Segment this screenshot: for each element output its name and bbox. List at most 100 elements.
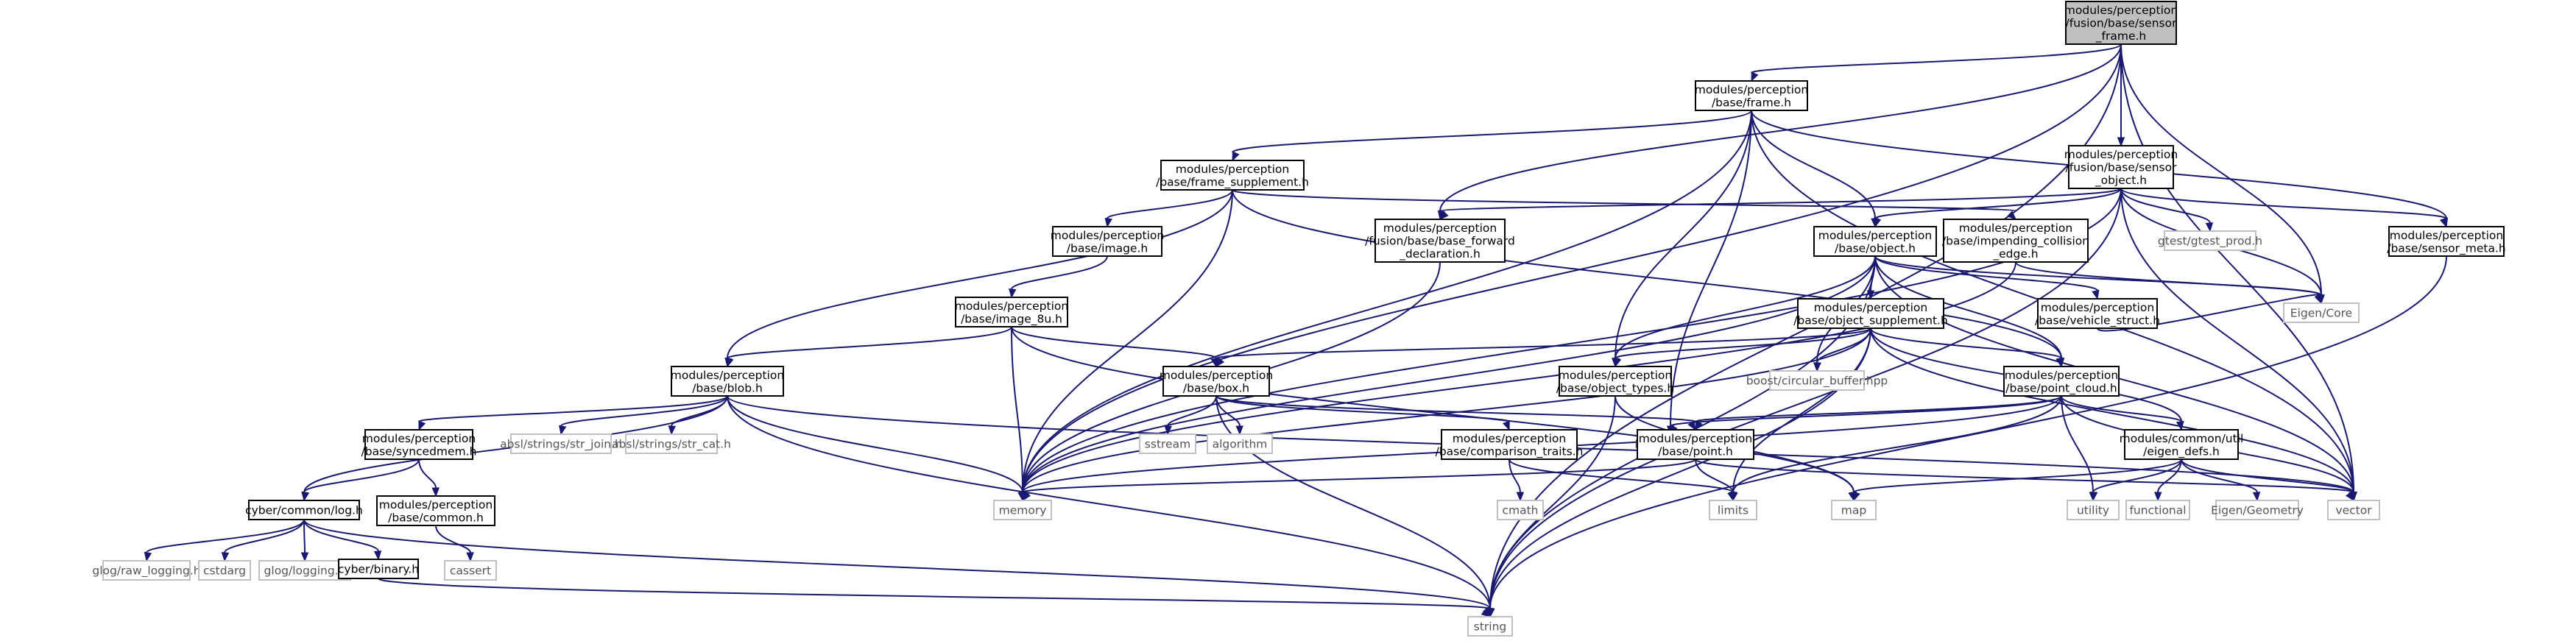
node-modules-perception-base-object-supplement-h[interactable]: modules/perception/base/object_supplemen… — [1793, 298, 1948, 329]
node-modules-perception-base-object-h[interactable]: modules/perception/base/object.h — [1813, 226, 1937, 257]
node-box — [1559, 366, 1672, 397]
node-modules-perception-base-sensor-meta-h[interactable]: modules/perception/base/sensor_meta.h — [2387, 226, 2506, 257]
edge-n31-to-n29 — [1022, 458, 1696, 502]
node-glog-raw-logging-h: glog/raw_logging.h — [92, 560, 201, 581]
node-box — [1162, 366, 1270, 397]
edge-arrowhead — [1852, 491, 1860, 502]
edge-arrowhead — [1729, 492, 1737, 502]
node-label-line: /eigen_defs.h — [2143, 445, 2220, 458]
edge-line — [2181, 458, 2258, 493]
node-label-line: modules/perception — [2041, 301, 2154, 314]
node-modules-perception-base-frame-h[interactable]: modules/perception/base/frame.h — [1695, 80, 1808, 111]
node-label-line: cyber/binary.h — [338, 563, 419, 576]
node-label-line: cstdarg — [203, 564, 246, 578]
node-modules-perception-fusion-base-base-forward-declaration-h[interactable]: modules/perception/fusion/base/base_forw… — [1365, 219, 1515, 263]
node-label-line: modules/perception — [2064, 148, 2178, 161]
edge-n10-to-n14 — [726, 326, 1012, 368]
edge-line — [418, 458, 437, 489]
edge-n15-to-n22 — [1164, 395, 1217, 436]
node-eigen-geometry: Eigen/Geometry — [2211, 500, 2304, 520]
node-box — [955, 297, 1068, 327]
node-label-line: /base/common.h — [388, 511, 484, 524]
node-box — [258, 560, 351, 581]
edge-arrowhead — [1481, 608, 1492, 617]
node-label-line: memory — [999, 504, 1047, 517]
node-cyber-binary-h[interactable]: cyber/binary.h — [338, 559, 419, 579]
node-modules-perception-base-vehicle-struct-h[interactable]: modules/perception/base/vehicle_struct.h — [2035, 298, 2160, 329]
edge-line — [727, 395, 1491, 609]
edge-arrowhead — [1695, 420, 1703, 431]
node-box — [102, 560, 191, 581]
edge-arrowhead — [1022, 491, 1031, 502]
edge-arrowhead — [1751, 71, 1759, 82]
node-box — [338, 559, 419, 579]
node-modules-perception-base-frame-supplement-h[interactable]: modules/perception/base/frame_supplement… — [1156, 160, 1309, 191]
edge-line — [146, 519, 305, 553]
node-label-line: _edge.h — [1992, 247, 2038, 261]
node-modules-perception-fusion-base-sensor-frame-h[interactable]: modules/perception/fusion/base/sensor_fr… — [2064, 1, 2178, 45]
edge-n28-to-n38 — [435, 525, 474, 562]
node-box — [2388, 226, 2505, 257]
node-box — [1375, 219, 1506, 263]
edge-line — [1215, 327, 1871, 359]
edge-line — [727, 189, 1233, 359]
node-modules-perception-base-impending-collision-edge-h[interactable]: modules/perception/base/impending_collis… — [1942, 219, 2089, 263]
edge-line — [418, 395, 728, 422]
node-modules-perception-base-comparison-traits-h[interactable]: modules/perception/base/comparison_trait… — [1436, 429, 1584, 460]
node-label-line: /base/comparison_traits.h — [1436, 445, 1584, 458]
edge-arrowhead — [418, 420, 426, 431]
node-label-line: /base/syncedmem.h — [361, 445, 477, 458]
edge-line — [1874, 255, 2098, 291]
edge-line — [1022, 458, 1696, 493]
node-modules-perception-base-point-cloud-h[interactable]: modules/perception/base/point_cloud.h — [2003, 366, 2120, 397]
edge-line — [2157, 458, 2182, 493]
node-gtest-gtest-prod-h: gtest/gtest_prod.h — [2158, 230, 2262, 251]
edge-n11-to-n18 — [1870, 327, 2064, 368]
node-cyber-common-log-h[interactable]: cyber/common/log.h — [245, 500, 363, 520]
node-box — [1813, 226, 1937, 257]
node-box — [2125, 500, 2190, 520]
edge-n2-to-n8 — [2120, 188, 2447, 228]
node-modules-perception-base-image-8u-h[interactable]: modules/perception/base/image_8u.h — [955, 297, 1068, 327]
node-box — [444, 560, 497, 581]
node-modules-perception-base-point-h[interactable]: modules/perception/base/point.h — [1637, 429, 1754, 460]
node-box — [376, 495, 495, 526]
node-modules-perception-base-image-h[interactable]: modules/perception/base/image.h — [1051, 226, 1164, 257]
edge-n19-to-n27 — [301, 458, 420, 502]
node-box — [2067, 500, 2120, 520]
edge-n3-to-n9 — [1104, 189, 1233, 228]
edge-n2-to-n7 — [2120, 188, 2214, 233]
node-modules-perception-fusion-base-sensor-object-h[interactable]: modules/perception/fusion/base/sensor_ob… — [2064, 145, 2178, 189]
node-modules-perception-base-blob-h[interactable]: modules/perception/base/blob.h — [671, 366, 784, 397]
node-memory: memory — [993, 500, 1052, 520]
edge-line — [1215, 395, 1491, 609]
edge-arrowhead — [2346, 491, 2354, 502]
node-modules-perception-base-syncedmem-h[interactable]: modules/perception/base/syncedmem.h — [361, 429, 477, 460]
node-label-line: /base/frame.h — [1712, 96, 1791, 109]
edge-arrowhead — [221, 552, 230, 562]
edge-arrowhead — [1439, 210, 1449, 220]
node-label-line: /fusion/base/sensor — [2066, 17, 2178, 30]
node-label-line: /base/image.h — [1067, 241, 1148, 255]
node-label-line: modules/perception — [1639, 432, 1752, 445]
node-label-line: /fusion/base/base_forward — [1365, 235, 1515, 249]
node-modules-perception-base-object-types-h[interactable]: modules/perception/base/object_types.h — [1556, 366, 1674, 397]
edge-n1-to-n3 — [1232, 110, 1752, 162]
node-label-line: /base/point.h — [1658, 445, 1733, 458]
edge-line — [224, 519, 305, 553]
node-absl-strings-str-cat-h: absl/strings/str_cat.h — [612, 433, 731, 454]
node-modules-common-util-eigen-defs-h[interactable]: modules/common/util/eigen_defs.h — [2120, 429, 2244, 460]
node-modules-perception-base-common-h[interactable]: modules/perception/base/common.h — [376, 495, 495, 526]
edge-line — [2092, 458, 2182, 493]
node-box — [248, 500, 360, 520]
edge-n14-to-n43 — [727, 395, 1493, 618]
edge-arrowhead — [466, 552, 474, 562]
node-box — [2124, 429, 2239, 460]
edge-n9-to-n10 — [1008, 255, 1108, 299]
edge-n15-to-n24 — [1215, 395, 1510, 431]
node-modules-perception-base-box-h[interactable]: modules/perception/base/box.h — [1160, 366, 1273, 397]
edge-n3-to-n6 — [1232, 189, 2016, 220]
edge-line — [2061, 395, 2182, 422]
node-label-line: /base/blob.h — [692, 381, 763, 394]
edge-line — [1751, 43, 2122, 74]
